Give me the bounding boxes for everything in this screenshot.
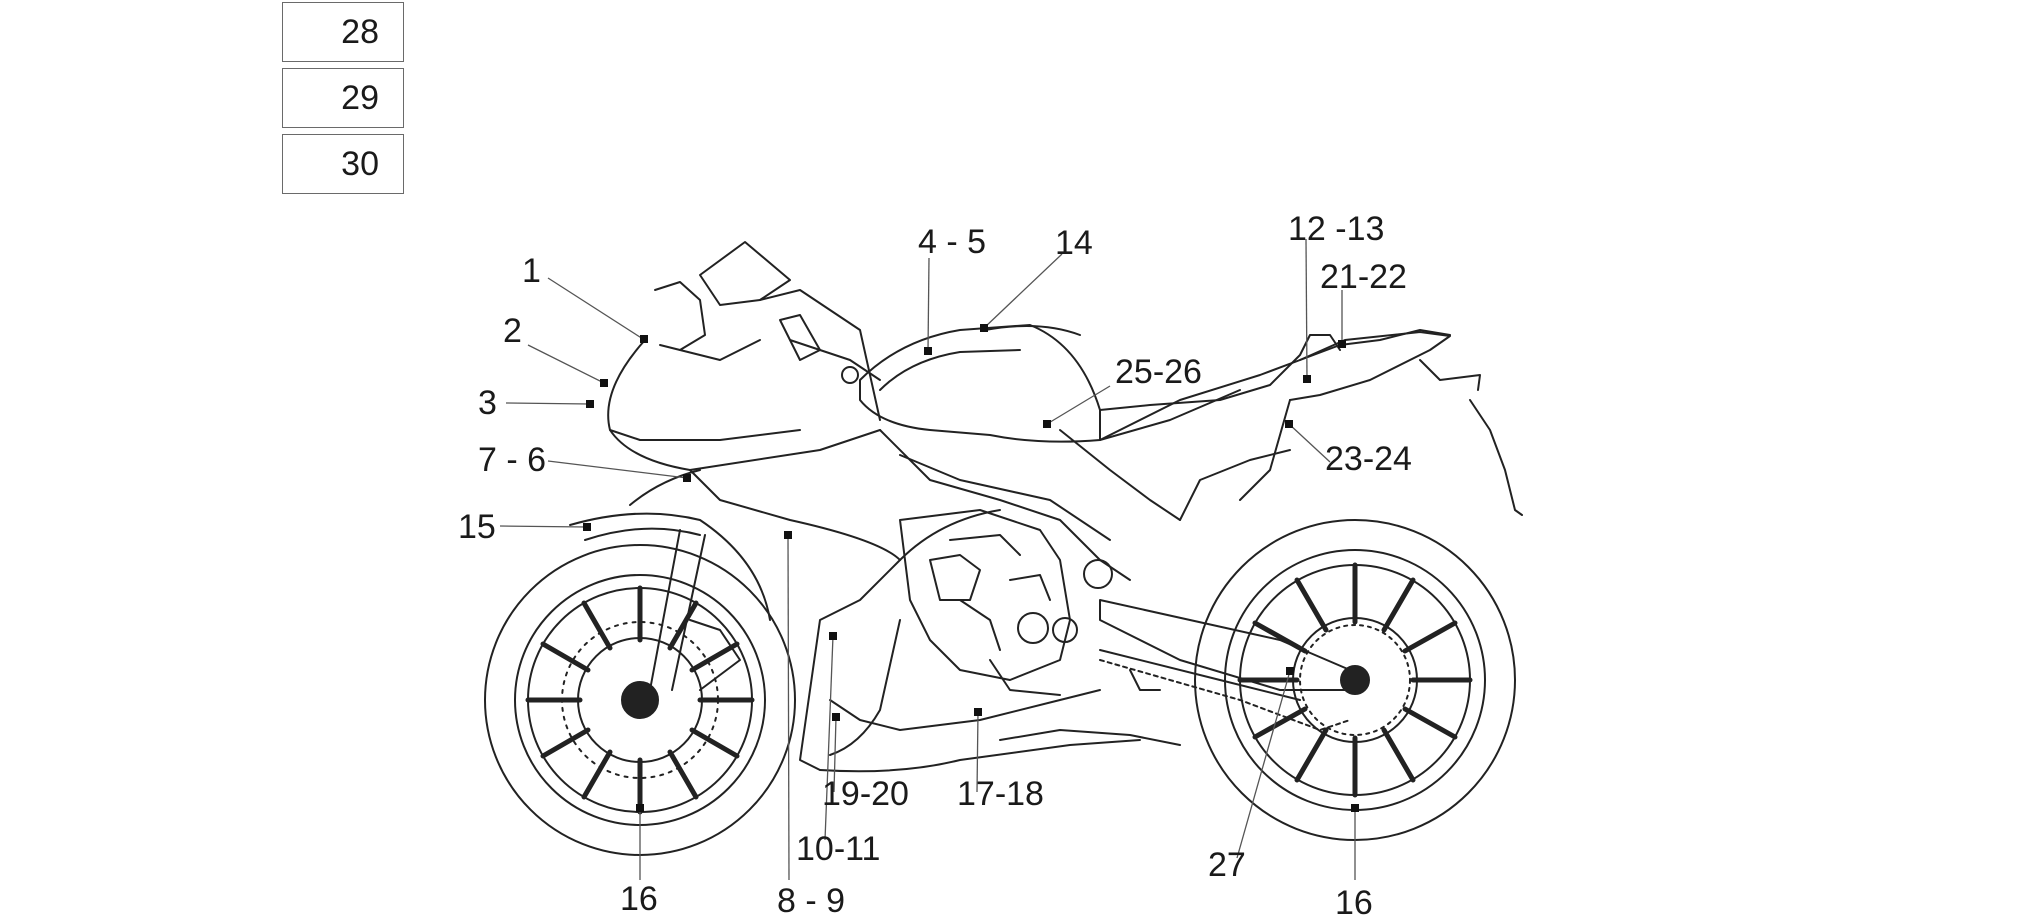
callout-27: 27 bbox=[1208, 846, 1246, 884]
leader-lines bbox=[499, 238, 1356, 881]
callout-16-rear: 16 bbox=[1335, 884, 1373, 922]
legend-box-29: 29 bbox=[282, 68, 404, 128]
callout-8-9: 8 - 9 bbox=[777, 882, 846, 920]
callout-markers bbox=[583, 324, 1359, 812]
callout-25-26: 25-26 bbox=[1115, 353, 1202, 391]
callout-4-5: 4 - 5 bbox=[918, 223, 987, 261]
callout-15: 15 bbox=[458, 508, 496, 546]
callout-3: 3 bbox=[478, 384, 497, 422]
belly-pan bbox=[829, 689, 1181, 746]
engine bbox=[899, 509, 1078, 696]
legend-box-28: 28 bbox=[282, 2, 404, 62]
fuel-tank bbox=[859, 324, 1101, 443]
rear-wheel bbox=[1194, 519, 1516, 841]
callout-1: 1 bbox=[522, 252, 541, 290]
callout-17-18: 17-18 bbox=[957, 775, 1044, 813]
legend-box-30: 30 bbox=[282, 134, 404, 194]
callout-10-11: 10-11 bbox=[796, 830, 881, 868]
callout-2: 2 bbox=[503, 312, 522, 350]
callout-16-front: 16 bbox=[620, 880, 658, 918]
callout-12-13: 12 -13 bbox=[1288, 210, 1385, 248]
callout-23-24: 23-24 bbox=[1325, 440, 1412, 478]
front-fork bbox=[569, 512, 771, 691]
callout-14: 14 bbox=[1055, 224, 1093, 262]
front-fairing bbox=[607, 241, 881, 506]
handlebar bbox=[779, 314, 881, 384]
callout-7-6: 7 - 6 bbox=[478, 441, 547, 479]
callout-21-22: 21-22 bbox=[1320, 258, 1407, 296]
frame bbox=[879, 389, 1291, 589]
callout-19-20: 19-20 bbox=[822, 775, 909, 813]
